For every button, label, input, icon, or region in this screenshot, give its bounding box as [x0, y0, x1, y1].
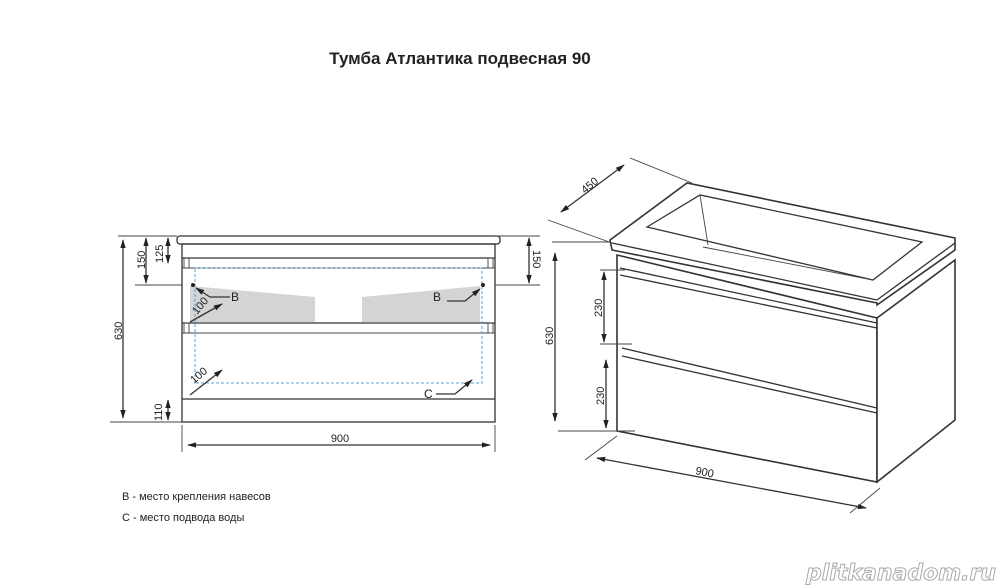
watermark: plitkanadom.ru — [805, 561, 996, 586]
dim-drawer-2-230: 230 — [595, 387, 607, 405]
marker-b-left: B — [231, 290, 239, 304]
legend-item-c: C - место подвода воды — [122, 512, 244, 524]
water-zone-outline — [194, 267, 483, 384]
legend: B - место крепления навесов C - место по… — [122, 491, 271, 524]
dim-drawer-1-230: 230 — [593, 299, 605, 317]
iso-view: 450 630 230 230 900 — [544, 157, 956, 514]
marker-b-right: B — [433, 290, 441, 304]
mount-point-right — [481, 283, 485, 287]
legend-item-b: B - место крепления навесов — [122, 491, 271, 503]
cabinet-side — [876, 258, 956, 484]
mount-point-left — [191, 283, 195, 287]
shade-right — [362, 286, 480, 322]
countertop-iso — [609, 182, 956, 307]
basin — [645, 194, 924, 281]
drawing-title: Тумба Атлантика подвесная 90 — [329, 49, 591, 68]
dim-iso-height-630: 630 — [544, 327, 556, 345]
marker-c: C — [424, 387, 433, 401]
dim-iso-width-900: 900 — [694, 465, 714, 480]
dim-150-left: 150 — [136, 251, 148, 269]
dim-150-right: 150 — [530, 250, 542, 268]
dim-110: 110 — [153, 403, 165, 421]
dim-125: 125 — [154, 245, 166, 263]
countertop — [176, 235, 501, 245]
dim-width-900: 900 — [331, 433, 349, 445]
dim-height-630: 630 — [113, 322, 125, 340]
dim-depth-450: 450 — [579, 175, 601, 196]
front-view: B B C 100 100 630 150 125 110 900 150 — [110, 235, 542, 452]
shade-left — [190, 286, 315, 322]
